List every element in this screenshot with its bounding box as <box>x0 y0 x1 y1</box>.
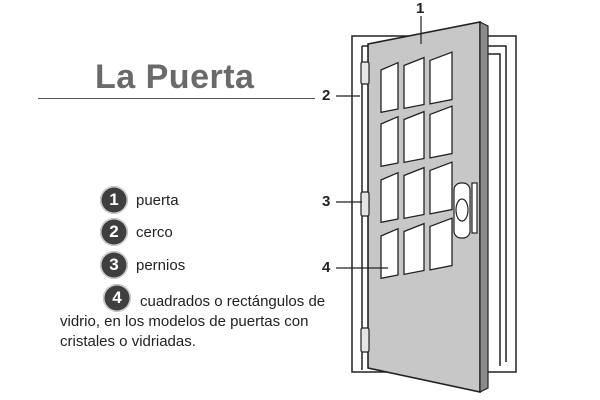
glass-pane-r1-c1 <box>380 61 399 114</box>
glass-pane-r4-c1 <box>380 227 399 280</box>
glass-pane-r4-c3 <box>429 217 453 271</box>
callout-label-1: 1 <box>416 0 425 17</box>
glass-pane-r3-c3 <box>429 161 453 215</box>
number-badge-4: 4 <box>103 284 131 312</box>
legend-label-cerco: cerco <box>136 223 173 241</box>
callout-label-3: 3 <box>322 193 331 210</box>
title-underline <box>38 98 315 99</box>
legend-item-cerco: 2 cerco <box>100 218 173 246</box>
glass-pane-r3-c2 <box>403 166 425 220</box>
legend-label-puerta: puerta <box>136 191 179 209</box>
glass-pane-r2-c1 <box>380 115 399 168</box>
hinges <box>360 61 370 353</box>
door-handle <box>453 182 478 239</box>
glass-pane-r1-c2 <box>403 56 425 110</box>
number-badge-1: 1 <box>100 186 128 214</box>
glass-pane-r2-c2 <box>403 110 425 164</box>
glass-pane-r3-c1 <box>380 171 399 224</box>
callout-label-2: 2 <box>322 87 331 104</box>
legend-text-vidrios: cuadrados o rectángulos de vidrio, en lo… <box>60 293 326 350</box>
glass-pane-r4-c2 <box>403 222 425 276</box>
callout-label-4: 4 <box>322 259 331 276</box>
diagram-title: La Puerta <box>95 58 255 96</box>
glass-pane-r2-c3 <box>429 105 453 159</box>
glass-panes <box>380 51 453 280</box>
legend-item-puerta: 1 puerta <box>100 186 179 214</box>
number-badge-3: 3 <box>100 251 128 279</box>
number-badge-2: 2 <box>100 218 128 246</box>
glass-pane-r1-c3 <box>429 51 453 105</box>
legend-label-vidrios: cuadrados o rectángulos de vidrio, en lo… <box>60 292 350 352</box>
legend-item-pernios: 3 pernios <box>100 251 185 279</box>
callout-lines <box>336 16 422 269</box>
legend-label-pernios: pernios <box>136 256 186 274</box>
